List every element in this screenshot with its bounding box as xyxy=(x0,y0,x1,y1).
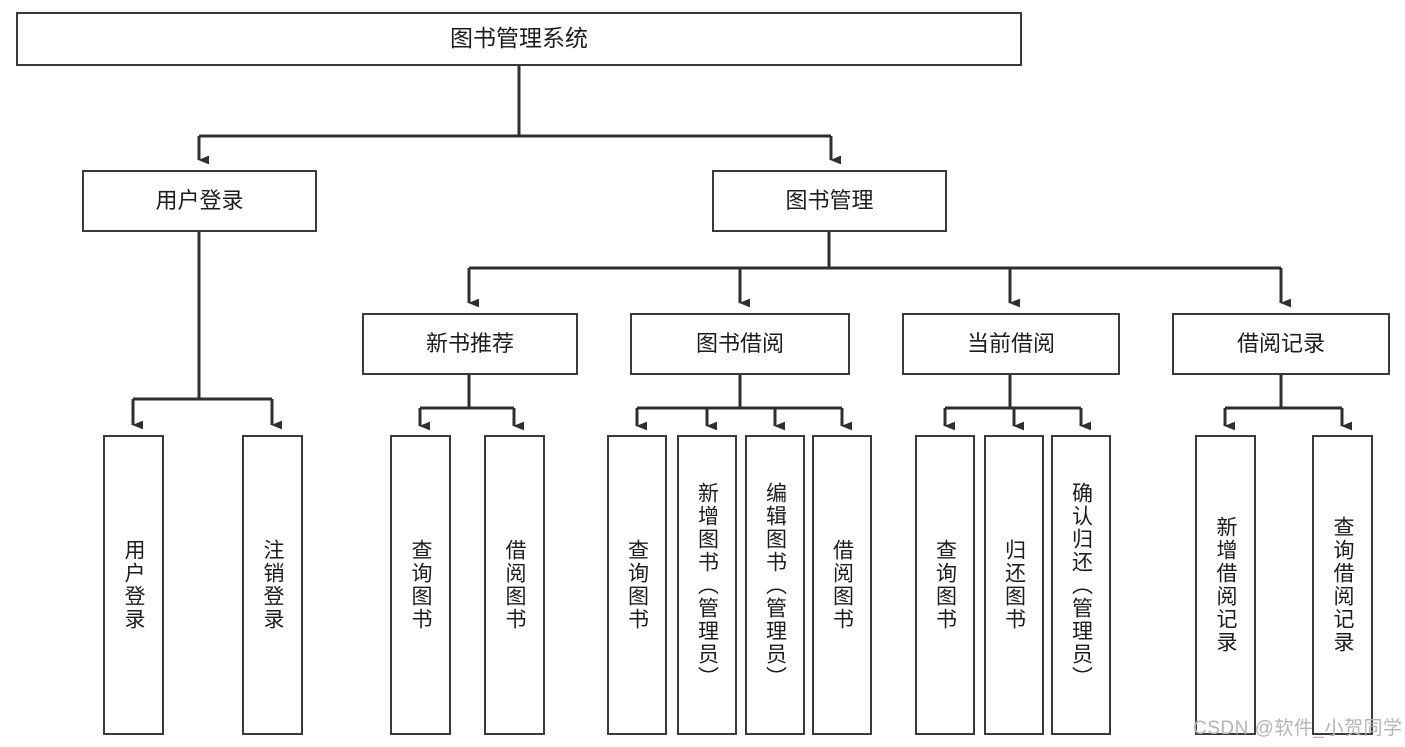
node-leaf-query-record[interactable]: 查询借阅记录 xyxy=(1312,435,1373,735)
node-book-borrow[interactable]: 图书借阅 xyxy=(630,313,850,375)
node-leaf-logout[interactable]: 注销登录 xyxy=(242,435,303,735)
node-user-login[interactable]: 用户登录 xyxy=(82,170,317,232)
node-leaf-query-book-3[interactable]: 查询图书 xyxy=(915,435,975,735)
node-book-manage-label: 图书管理 xyxy=(785,188,874,214)
node-borrow-record[interactable]: 借阅记录 xyxy=(1172,313,1390,375)
node-leaf-confirm-return-label: 确认归还（管理员） xyxy=(1069,481,1093,689)
node-leaf-add-book[interactable]: 新增图书（管理员） xyxy=(677,435,737,735)
node-leaf-return-book[interactable]: 归还图书 xyxy=(984,435,1044,735)
node-leaf-query-book-3-label: 查询图书 xyxy=(933,539,957,631)
node-leaf-edit-book[interactable]: 编辑图书（管理员） xyxy=(745,435,805,735)
node-leaf-user-login[interactable]: 用户登录 xyxy=(103,435,164,735)
node-user-login-label: 用户登录 xyxy=(155,188,244,214)
node-current-borrow-label: 当前借阅 xyxy=(966,331,1055,357)
node-leaf-query-book-2-label: 查询图书 xyxy=(625,539,649,631)
node-book-borrow-label: 图书借阅 xyxy=(695,331,784,357)
node-root[interactable]: 图书管理系统 xyxy=(16,12,1022,66)
node-leaf-edit-book-label: 编辑图书（管理员） xyxy=(763,481,787,689)
node-leaf-borrow-book-1[interactable]: 借阅图书 xyxy=(484,435,545,735)
node-borrow-record-label: 借阅记录 xyxy=(1236,331,1325,357)
node-leaf-return-book-label: 归还图书 xyxy=(1002,539,1026,631)
node-current-borrow[interactable]: 当前借阅 xyxy=(902,313,1120,375)
node-leaf-borrow-book-2-label: 借阅图书 xyxy=(830,539,854,631)
node-leaf-borrow-book-1-label: 借阅图书 xyxy=(503,539,526,631)
node-leaf-borrow-book-2[interactable]: 借阅图书 xyxy=(812,435,872,735)
node-leaf-query-book-2[interactable]: 查询图书 xyxy=(607,435,667,735)
node-leaf-user-login-label: 用户登录 xyxy=(122,539,145,631)
node-leaf-query-record-label: 查询借阅记录 xyxy=(1331,516,1354,654)
node-leaf-add-record[interactable]: 新增借阅记录 xyxy=(1195,435,1256,735)
node-new-book-recommend[interactable]: 新书推荐 xyxy=(362,313,578,375)
node-leaf-add-record-label: 新增借阅记录 xyxy=(1214,516,1237,654)
node-book-manage[interactable]: 图书管理 xyxy=(712,170,947,232)
node-leaf-query-book-1[interactable]: 查询图书 xyxy=(390,435,451,735)
node-new-book-recommend-label: 新书推荐 xyxy=(425,331,514,357)
node-leaf-logout-label: 注销登录 xyxy=(261,539,284,631)
node-leaf-add-book-label: 新增图书（管理员） xyxy=(695,481,719,689)
node-leaf-query-book-1-label: 查询图书 xyxy=(409,539,432,631)
node-root-label: 图书管理系统 xyxy=(450,25,588,52)
node-leaf-confirm-return[interactable]: 确认归还（管理员） xyxy=(1051,435,1111,735)
